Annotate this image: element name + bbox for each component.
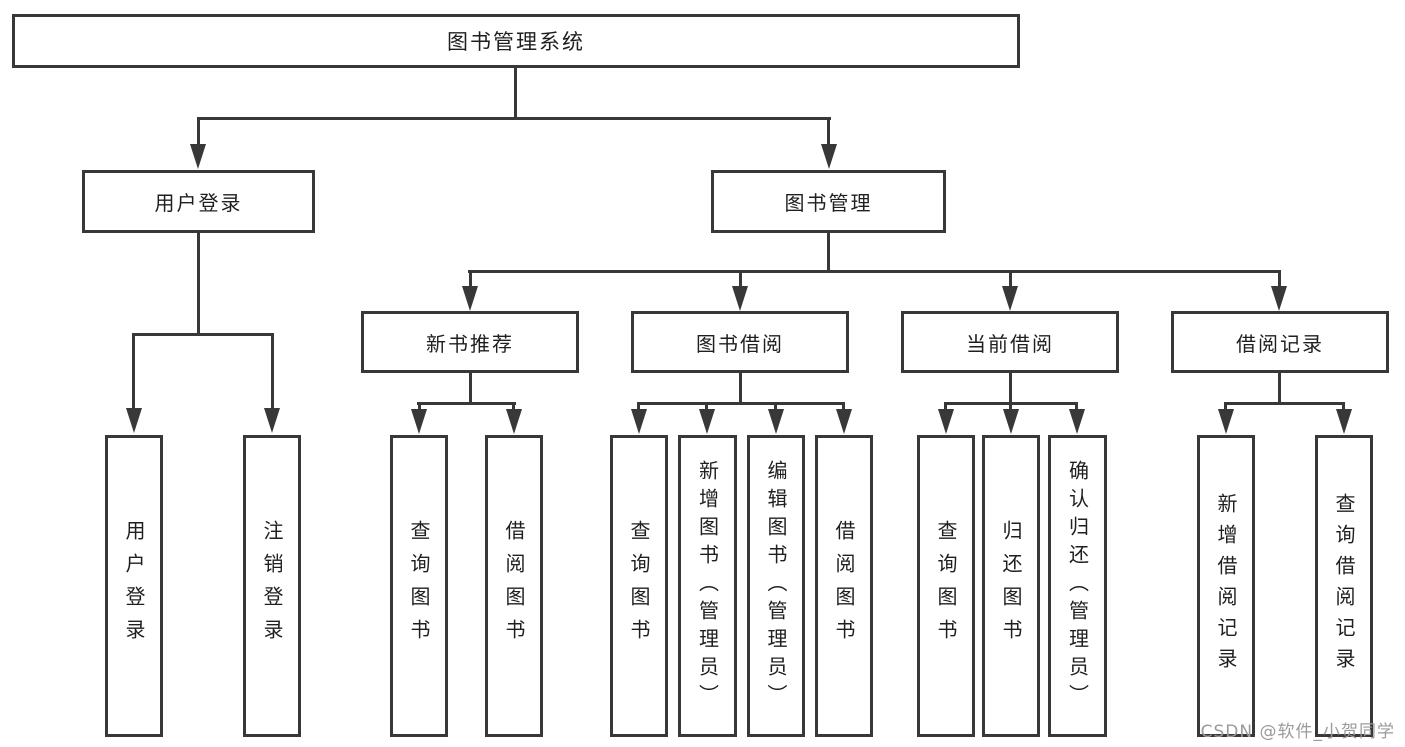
leaf-logout-login: 注销登录	[243, 435, 301, 737]
node-book-borrow: 图书借阅	[631, 311, 849, 373]
arrowhead-records-query	[1336, 409, 1352, 434]
leaf-current-return-books-label: 归还图书	[999, 520, 1023, 652]
connector-to-current-return	[1009, 402, 1012, 412]
arrowhead-borrow-records	[1271, 286, 1287, 311]
leaf-borrow-edit-books-admin: 编辑图书（管理员）	[747, 435, 805, 737]
connector-to-borrow-edit	[774, 402, 777, 412]
leaf-current-query-books-label: 查询图书	[934, 520, 958, 652]
leaf-current-confirm-return-admin-label: 确认归还（管理员）	[1065, 460, 1090, 712]
arrowhead-new-book-recommend	[462, 286, 478, 311]
connector-root-to-user-login	[197, 117, 200, 147]
connector-user-login-bar	[132, 333, 274, 336]
arrowhead-borrow-edit	[768, 409, 784, 434]
arrowhead-current-query	[938, 409, 954, 434]
connector-root-stem	[514, 68, 517, 119]
arrowhead-leaf-user-login	[126, 408, 142, 433]
connector-to-current-query	[944, 402, 947, 412]
arrowhead-borrow-add	[699, 409, 715, 434]
connector-to-leaf-logout	[271, 333, 274, 409]
connector-user-login-stem	[197, 233, 200, 335]
connector-borrow-stem	[739, 373, 742, 404]
leaf-records-query-borrow-record-label: 查询借阅记录	[1332, 493, 1356, 679]
connector-recommend-bar	[417, 402, 516, 405]
arrowhead-borrow-borrow	[836, 409, 852, 434]
node-new-book-recommend-label: 新书推荐	[426, 331, 514, 356]
connector-to-recommend-borrow	[512, 402, 515, 412]
node-current-borrow-label: 当前借阅	[966, 331, 1054, 356]
leaf-records-add-borrow-record: 新增借阅记录	[1197, 435, 1255, 737]
leaf-borrow-borrow-books-label: 借阅图书	[832, 520, 856, 652]
arrowhead-current-confirm	[1069, 409, 1085, 434]
leaf-borrow-query-books-label: 查询图书	[627, 520, 651, 652]
arrowhead-book-management	[821, 144, 837, 169]
leaf-borrow-borrow-books: 借阅图书	[815, 435, 873, 737]
node-borrow-records: 借阅记录	[1171, 311, 1389, 373]
leaf-borrow-add-books-admin: 新增图书（管理员）	[678, 435, 737, 737]
leaf-current-query-books: 查询图书	[917, 435, 975, 737]
connector-book-management-stem	[827, 233, 830, 272]
node-user-login: 用户登录	[82, 170, 315, 233]
connector-book-management-bar	[468, 270, 1281, 273]
node-book-borrow-label: 图书借阅	[696, 331, 784, 356]
node-borrow-records-label: 借阅记录	[1236, 331, 1324, 356]
connector-to-borrow-add	[705, 402, 708, 412]
leaf-borrow-query-books: 查询图书	[610, 435, 668, 737]
leaf-borrow-edit-books-admin-label: 编辑图书（管理员）	[764, 460, 788, 712]
connector-to-borrow-records	[1278, 270, 1281, 288]
leaf-recommend-query-books-label: 查询图书	[407, 520, 431, 652]
connector-to-current-borrow	[1009, 270, 1012, 288]
arrowhead-records-add	[1218, 409, 1234, 434]
leaf-current-confirm-return-admin: 确认归还（管理员）	[1048, 435, 1107, 737]
connector-records-bar	[1224, 402, 1345, 405]
leaf-records-add-borrow-record-label: 新增借阅记录	[1214, 493, 1238, 679]
connector-to-borrow-query	[637, 402, 640, 412]
leaf-user-login-label: 用户登录	[122, 520, 146, 652]
connector-to-recommend-query	[418, 402, 421, 412]
csdn-watermark: CSDN @软件_小贺同学	[1200, 722, 1395, 742]
node-current-borrow: 当前借阅	[901, 311, 1119, 373]
leaf-user-login: 用户登录	[105, 435, 163, 737]
leaf-recommend-borrow-books: 借阅图书	[485, 435, 543, 737]
connector-to-new-book-recommend	[469, 270, 472, 288]
node-book-management-label: 图书管理	[784, 191, 873, 215]
connector-root-bar	[197, 117, 831, 120]
node-new-book-recommend: 新书推荐	[361, 311, 579, 373]
leaf-records-query-borrow-record: 查询借阅记录	[1315, 435, 1373, 737]
arrowhead-user-login	[190, 144, 206, 169]
connector-current-stem	[1009, 373, 1012, 404]
connector-to-leaf-user-login	[132, 333, 135, 409]
arrowhead-leaf-logout	[264, 408, 280, 433]
leaf-recommend-query-books: 查询图书	[390, 435, 448, 737]
connector-to-current-confirm	[1075, 402, 1078, 412]
connector-to-book-borrow	[739, 270, 742, 288]
leaf-current-return-books: 归还图书	[982, 435, 1040, 737]
leaf-logout-login-label: 注销登录	[260, 520, 284, 652]
arrowhead-current-return	[1003, 409, 1019, 434]
arrowhead-recommend-borrow	[506, 409, 522, 434]
node-book-management: 图书管理	[711, 170, 946, 233]
connector-borrow-bar	[637, 402, 845, 405]
connector-records-stem	[1278, 373, 1281, 404]
connector-to-borrow-borrow	[842, 402, 845, 412]
node-user-login-label: 用户登录	[154, 191, 243, 215]
leaf-recommend-borrow-books-label: 借阅图书	[502, 520, 526, 652]
connector-to-records-add	[1224, 402, 1227, 412]
arrowhead-book-borrow	[732, 286, 748, 311]
connector-root-to-book-management	[827, 117, 830, 147]
node-root-label: 图书管理系统	[447, 30, 585, 54]
node-root: 图书管理系统	[12, 14, 1020, 68]
arrowhead-recommend-query	[411, 409, 427, 434]
arrowhead-borrow-query	[631, 409, 647, 434]
leaf-borrow-add-books-admin-label: 新增图书（管理员）	[695, 460, 720, 712]
connector-to-records-query	[1342, 402, 1345, 412]
arrowhead-current-borrow	[1002, 286, 1018, 311]
connector-recommend-stem	[469, 373, 472, 404]
